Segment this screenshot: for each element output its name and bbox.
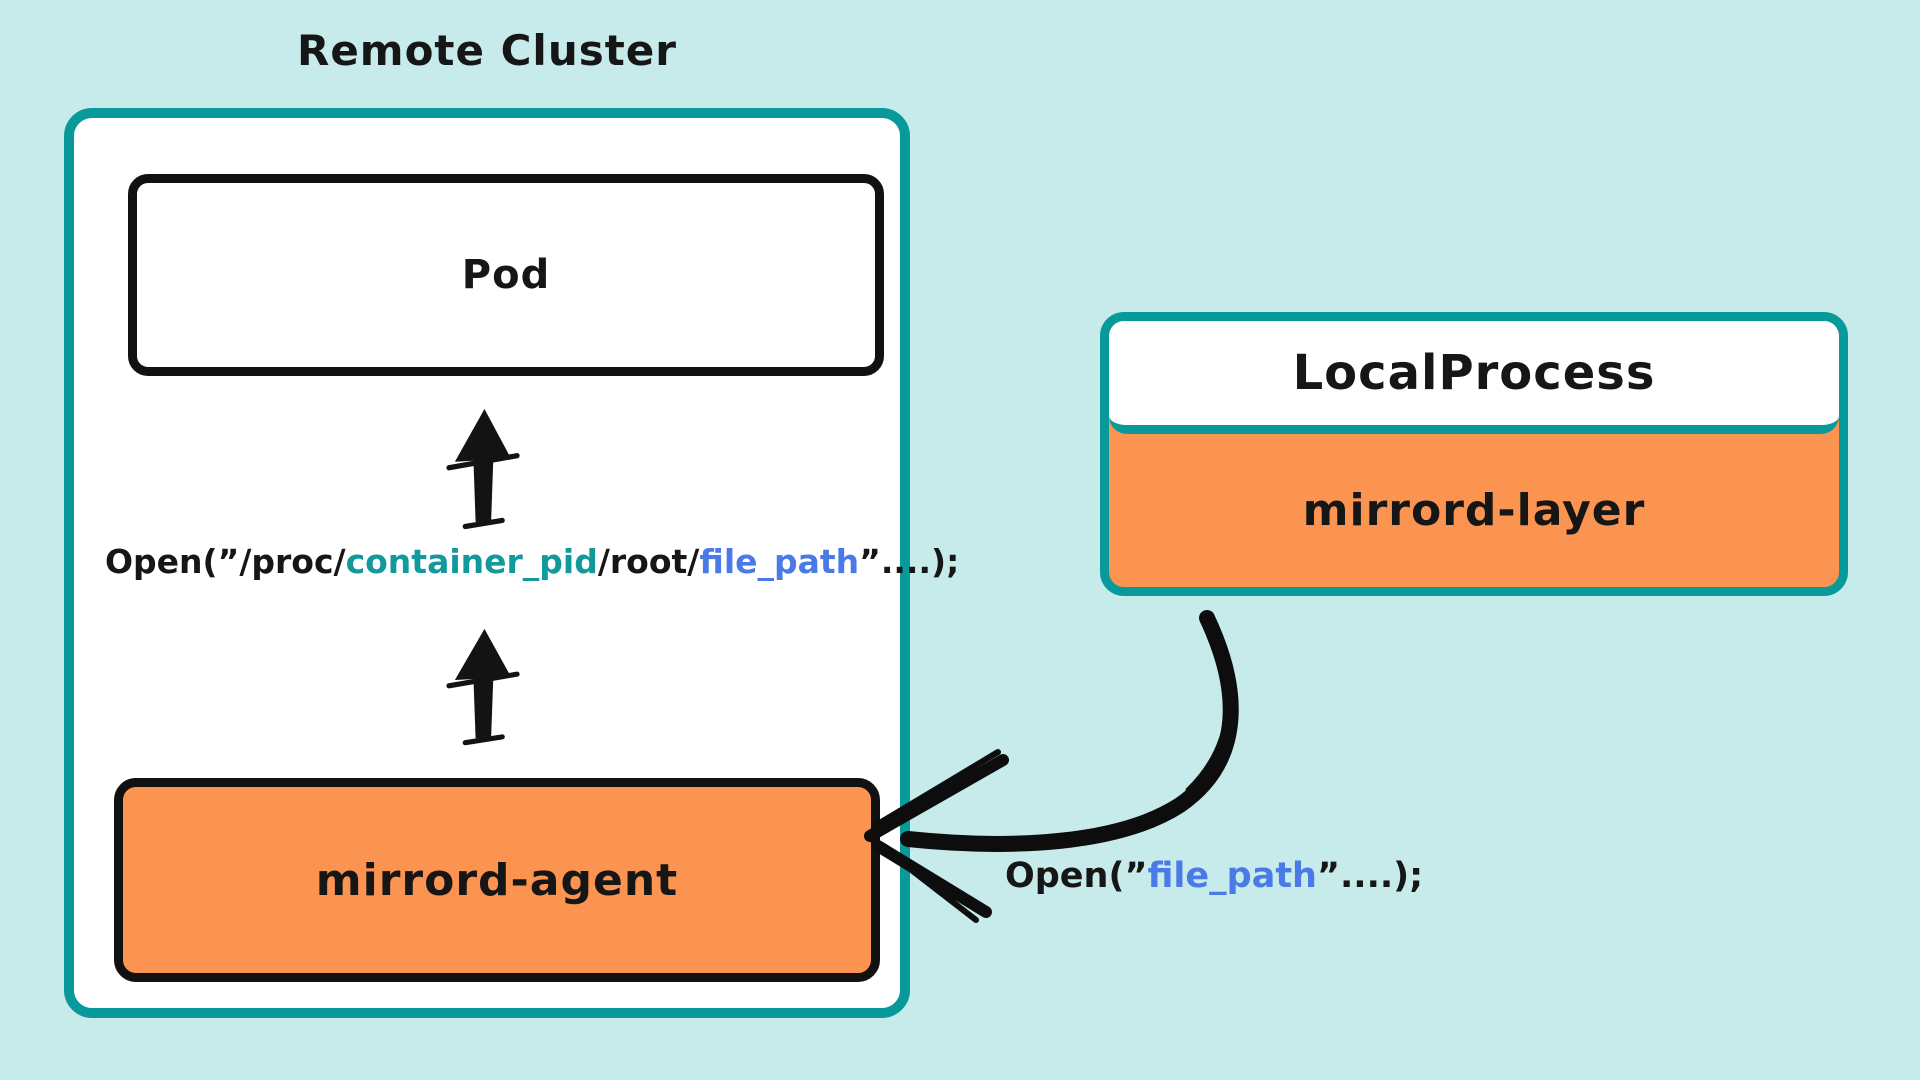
local-process-label: LocalProcess <box>1292 345 1656 401</box>
syscall1-part-open: Open(”/proc/ <box>105 542 346 581</box>
remote-cluster-box: Pod mirrord-agent <box>64 108 910 1018</box>
syscall1-part-container-pid: container_pid <box>345 542 598 581</box>
mirrord-layer-label: mirrord-layer <box>1302 485 1646 536</box>
layer-syscall-text: Open(”file_path”....); <box>1005 856 1423 896</box>
syscall1-part-root: /root/ <box>597 542 700 581</box>
mirrord-agent-label: mirrord-agent <box>315 854 679 906</box>
syscall1-part-file-path: file_path <box>699 542 860 581</box>
local-process-box: LocalProcess mirrord-layer <box>1100 312 1848 596</box>
syscall2-part-open: Open(” <box>1005 856 1148 896</box>
mirrord-agent-box: mirrord-agent <box>114 778 880 982</box>
agent-syscall-text: Open(”/proc/container_pid/root/file_path… <box>105 542 959 581</box>
mirrord-layer-box: mirrord-layer <box>1109 434 1839 587</box>
up-arrow-icon <box>446 409 520 530</box>
remote-cluster-title: Remote Cluster <box>296 26 678 75</box>
pod-label: Pod <box>461 252 551 298</box>
syscall1-part-close: ”....); <box>859 542 960 581</box>
syscall2-part-close: ”....); <box>1316 856 1424 896</box>
up-arrow-icon <box>446 628 520 746</box>
local-process-header: LocalProcess <box>1109 321 1839 434</box>
pod-box: Pod <box>128 174 884 376</box>
syscall2-part-file-path: file_path <box>1147 856 1317 896</box>
